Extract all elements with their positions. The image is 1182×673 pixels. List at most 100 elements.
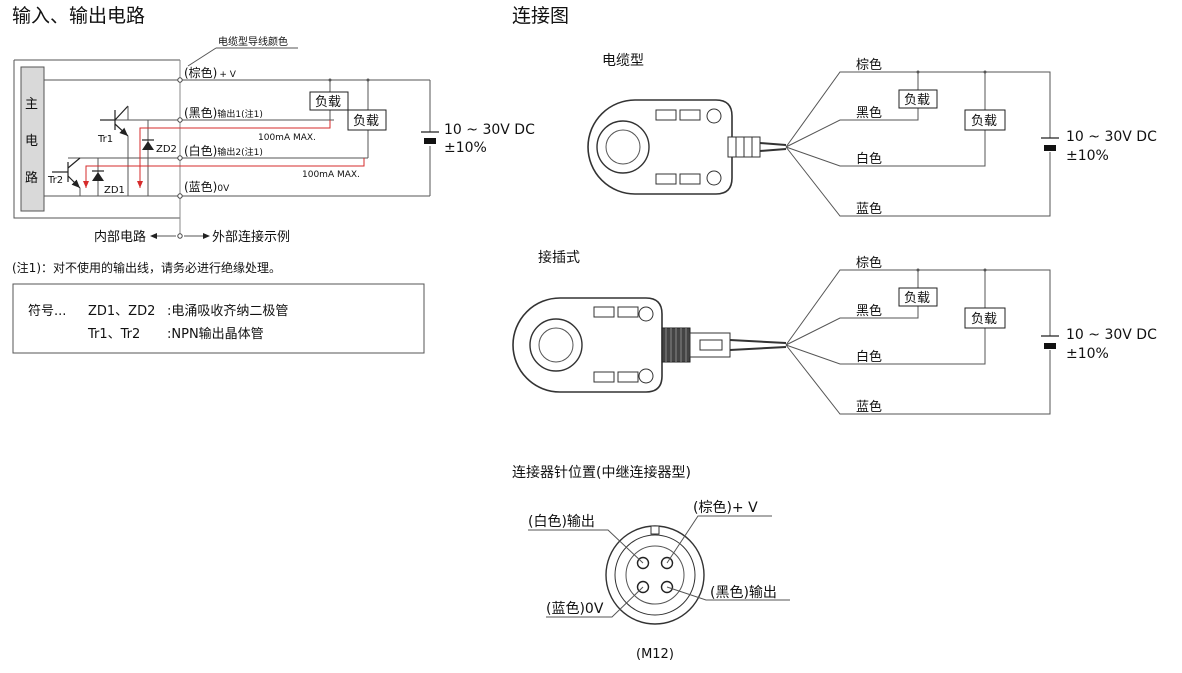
supply-tolerance: ±10% [444,140,487,156]
internal-circuit-label: 内部电路 [94,229,146,245]
plug-brown-wire [785,269,1051,346]
legend-tr-key: Tr1、Tr2 [87,327,140,342]
cable-white-label: 白色 [856,151,882,167]
plug-load2-label: 负载 [971,312,997,327]
terminal-blue [177,193,183,199]
battery-plate-short [424,138,436,144]
m12-label: (M12) [636,647,674,662]
tr2-collector [67,157,81,169]
black-wire-label: (黑色)输出1(注1) [184,106,263,120]
zd1-label: ZD1 [104,185,125,196]
wire-color-note-leader [187,47,217,67]
junction-dot [328,78,332,82]
tr1-collector [114,105,129,121]
blue-wire-label: (蓝色)0V [184,180,230,194]
load2-label: 负载 [353,114,379,129]
cable-type-label: 电缆型 [602,53,644,69]
brown-wire-label: (棕色)+ V [184,65,237,80]
cable-white-wire [785,130,986,167]
cable-black-wire [785,108,919,148]
cable-battery-short [1044,145,1056,151]
white-wire-label: (白色)输出2(注1) [184,143,263,158]
connection-diagram-title: 连接图 [512,5,569,27]
boundary-dot [177,233,183,239]
supply-voltage: 10 ~ 30V DC [444,122,535,138]
cable-black-label: 黑色 [856,105,882,121]
cable-supply-voltage: 10 ~ 30V DC [1066,129,1157,145]
main-circuit-char-2: 电 [25,134,38,149]
plug-battery-short [1044,343,1056,349]
plug-brown-label: 棕色 [856,255,882,271]
plug-load1-label: 负载 [904,291,930,306]
terminal-brown [177,77,183,83]
pin-black-label: (黑色)输出 [710,584,777,601]
load1-label: 负载 [315,95,341,110]
cable-load2-label: 负载 [971,114,997,129]
junction-dot [916,268,920,272]
current-path-2 [83,158,365,188]
tr1-label: Tr1 [97,134,113,145]
plug-blue-label: 蓝色 [856,399,882,415]
load1-box [309,91,349,111]
external-arrow-icon [203,233,210,239]
cable-supply-tolerance: ±10% [1066,148,1109,164]
tr2-emitter [67,175,81,189]
cable-brown-wire [785,71,1051,148]
pin-white-leader [528,529,644,564]
pin-layout-title: 连接器针位置(中继连接器型) [512,464,691,481]
plug-white-wire [785,328,986,365]
terminal-black [177,117,183,123]
main-circuit-block [20,66,45,212]
tr2-label: Tr2 [47,175,63,186]
legend-zd-value: :电涌吸收齐纳二极管 [167,303,288,319]
pin-brown-label: (棕色)+ V [693,499,758,516]
tr1-emitter [114,123,129,137]
terminal-white [177,155,183,161]
plug-white-label: 白色 [856,349,882,365]
junction-dot [983,268,987,272]
zd1-diode-icon [92,172,104,181]
junction-dot [366,78,370,82]
cable-blue-wire [785,146,1051,217]
current-label-2: 100mA MAX. [302,170,360,180]
current-label-1: 100mA MAX. [258,133,316,143]
cable-blue-label: 蓝色 [856,201,882,217]
insulation-note: (注1)：对不使用的输出线，请务必进行绝缘处理。 [12,260,281,275]
legend-prefix: 符号... [28,303,66,319]
pin-blue-label: (蓝色)0V [546,600,604,617]
zd2-diode-icon [142,141,154,150]
external-connection-label: 外部连接示例 [212,229,290,245]
wire-color-note: 电缆型导线颜色 [218,35,288,48]
load2-box [347,109,387,131]
m12-connector-face [605,525,705,625]
pin-brown-leader [666,515,772,564]
junction-dot [983,70,987,74]
main-circuit-char-1: 主 [25,97,38,112]
legend-tr-value: :NPN输出晶体管 [167,326,264,342]
plug-black-wire [785,306,919,346]
legend-zd-key: ZD1、ZD2 [88,304,155,319]
zd2-label: ZD2 [156,144,177,155]
junction-dot [916,70,920,74]
plug-supply-tolerance: ±10% [1066,346,1109,362]
cable-load1-box [898,89,938,109]
plug-supply-voltage: 10 ~ 30V DC [1066,327,1157,343]
cable-load2-box [964,109,1006,131]
io-circuit-title: 输入、输出电路 [12,5,145,27]
pin-black-leader [666,586,790,601]
plug-blue-wire [785,344,1051,415]
pin-blue-leader [546,586,644,618]
plug-black-label: 黑色 [856,303,882,319]
pin-white-label: (白色)输出 [528,513,595,530]
main-circuit-char-3: 路 [25,170,38,186]
plug-load2-box [964,307,1006,329]
cable-type-sensor-drawing [587,99,787,195]
internal-arrow-icon [150,233,157,239]
plug-type-label: 接插式 [538,249,580,266]
plug-type-sensor-drawing [512,297,787,393]
internal-circuit-outline [13,59,180,219]
current-path-1 [137,120,331,188]
plug-load1-box [898,287,938,307]
